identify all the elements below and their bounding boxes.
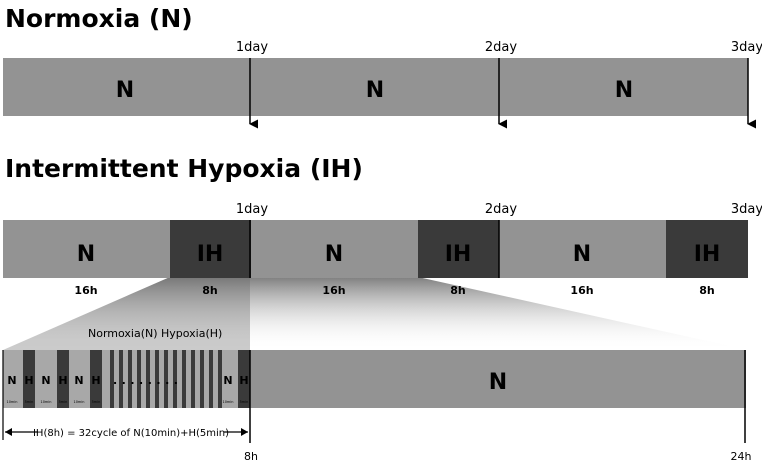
zoom-h-stripe-c2	[119, 350, 123, 408]
ih-segment-label-3: N	[325, 242, 343, 267]
formula-arrow-right-head	[241, 428, 248, 436]
ih-segment-ih-day1	[170, 220, 251, 278]
zoom-dots: ........	[113, 374, 182, 387]
zoom-main-label: N	[489, 370, 507, 395]
zoom-duration-2: 5min	[25, 400, 34, 404]
zoom-formula: IH(8h) = 32cycle of N(10min)+H(5min)	[5, 425, 248, 439]
zoom-bar: N H N H N H N H ........ 10min 5min 10mi…	[2, 350, 746, 443]
ih-segment-ih-day3	[666, 220, 748, 278]
ih-duration-2: 8h	[202, 284, 218, 297]
zoom-cycle-label-5: N	[74, 374, 83, 387]
zoom-h-stripe-c9	[182, 350, 186, 408]
zoom-h-stripe-c3	[128, 350, 132, 408]
zoom-cycle-label-2: H	[24, 374, 33, 387]
zoom-h-stripe-c12	[209, 350, 213, 408]
zoom-duration-3: 10min	[40, 400, 51, 404]
zoom-h-stripe-1	[23, 350, 35, 408]
ih-title: Intermittent Hypoxia (IH)	[5, 154, 363, 183]
ih-duration-1: 16h	[74, 284, 97, 297]
ih-duration-5: 16h	[570, 284, 593, 297]
zoom-duration-1: 10min	[6, 400, 17, 404]
normoxia-segment-label-3: N	[615, 78, 633, 103]
zoom-ih-region	[3, 350, 250, 408]
zoom-h-stripe-2	[57, 350, 69, 408]
zoom-duration-5: 10min	[73, 400, 84, 404]
zoom-duration-6: 5min	[92, 400, 101, 404]
zoom-h-stripe-4	[238, 350, 250, 408]
zoom-24h-label: 24h	[731, 450, 752, 463]
ih-duration-4: 8h	[450, 284, 466, 297]
zoom-cycle-label-8: H	[239, 374, 248, 387]
ih-segment-label-1: N	[77, 242, 95, 267]
normoxia-segment-label-2: N	[366, 78, 384, 103]
zoom-h-stripe-3	[90, 350, 102, 408]
ih-segment-label-4: IH	[445, 242, 472, 267]
normoxia-segment-day2	[251, 58, 499, 116]
zoom-cycle-label-3: N	[41, 374, 50, 387]
ih-segment-ih-day2	[418, 220, 499, 278]
formula-text-bg	[38, 425, 224, 439]
normoxia-bar: N N N	[3, 58, 748, 116]
ih-day2-label: 2day	[485, 202, 517, 217]
ih-durations: 16h 8h 16h 8h 16h 8h	[74, 284, 714, 297]
zoom-projection-fan	[3, 277, 748, 350]
zoom-h-stripe-c8	[173, 350, 177, 408]
zoom-h-stripe-c5	[146, 350, 150, 408]
zoom-h-stripe-c11	[200, 350, 204, 408]
formula-arrow-left-head	[5, 428, 12, 436]
ih-segment-label-5: N	[573, 242, 591, 267]
zoom-legend: Normoxia(N) Hypoxia(H)	[88, 327, 222, 340]
normoxia-segment-day1	[3, 58, 251, 116]
ih-day3-label: 3day	[731, 202, 762, 217]
ih-day-markers: 1day 2day 3day	[236, 202, 762, 278]
zoom-projection-highlight	[3, 277, 250, 350]
normoxia-segment-day3	[499, 58, 748, 116]
zoom-h-stripe-c7	[164, 350, 168, 408]
normoxia-day-markers: 1day 2day 3day	[236, 40, 762, 129]
zoom-cycle-label-4: H	[58, 374, 67, 387]
zoom-h-stripe-c1	[110, 350, 114, 408]
zoom-cycle-label-6: H	[91, 374, 100, 387]
zoom-cycle-label-7: N	[223, 374, 232, 387]
formula-text: IH(8h) = 32cycle of N(10min)+H(5min)	[33, 428, 229, 439]
normoxia-segment-label-1: N	[116, 78, 134, 103]
normoxia-day3-label: 3day	[731, 40, 762, 55]
zoom-8h-label: 8h	[244, 450, 258, 463]
zoom-h-stripe-c13	[218, 350, 222, 408]
ih-duration-6: 8h	[699, 284, 715, 297]
zoom-duration-7: 10min	[222, 400, 233, 404]
zoom-h-stripe-c4	[137, 350, 141, 408]
ih-bar: N IH N IH N IH	[3, 220, 748, 278]
ih-day1-label: 1day	[236, 202, 268, 217]
zoom-h-stripe-c6	[155, 350, 159, 408]
normoxia-day1-label: 1day	[236, 40, 268, 55]
ih-segment-n-day3	[499, 220, 666, 278]
ih-segment-n-day2	[251, 220, 418, 278]
normoxia-day2-label: 2day	[485, 40, 517, 55]
normoxia-title: Normoxia (N)	[5, 4, 193, 33]
zoom-h-stripe-c10	[191, 350, 195, 408]
ih-segment-label-2: IH	[197, 242, 224, 267]
zoom-cycle-label-1: N	[7, 374, 16, 387]
ih-duration-3: 16h	[322, 284, 345, 297]
zoom-duration-8: 5min	[240, 400, 249, 404]
zoom-compressed-cycles	[110, 350, 222, 408]
ih-segment-label-6: IH	[694, 242, 721, 267]
zoom-duration-4: 5min	[59, 400, 68, 404]
ih-segment-n-day1	[3, 220, 170, 278]
